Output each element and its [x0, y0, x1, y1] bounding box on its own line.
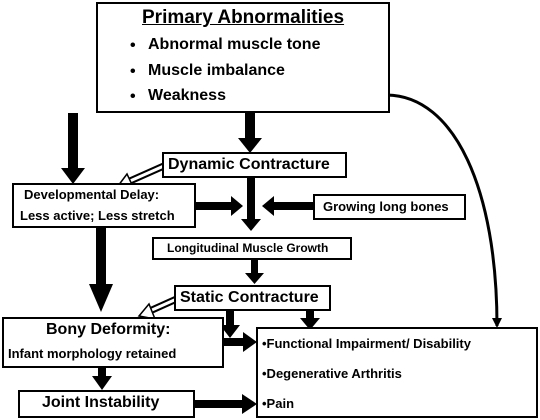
bony-deformity-line1: Bony Deformity:	[46, 321, 171, 338]
static-contracture-box	[174, 285, 331, 311]
arrow-growth-to-static	[245, 260, 264, 284]
arrow-primary-to-outcomes	[386, 93, 502, 328]
longitudinal-growth-label: Longitudinal Muscle Growth	[167, 241, 329, 255]
growing-long-bones-label: Growing long bones	[323, 199, 449, 214]
outcomes-box	[256, 327, 538, 418]
developmental-delay-box	[12, 183, 196, 228]
primary-item-weakness: Weakness	[148, 87, 226, 104]
primary-abnormalities-title: Primary Abnormalities	[142, 7, 345, 28]
primary-item-tone: Abnormal muscle tone	[148, 36, 321, 53]
primary-bullet: •	[130, 37, 136, 54]
bony-deformity-line2: Infant morphology retained	[8, 346, 177, 361]
arrow-joint-to-outcomes	[195, 394, 257, 414]
joint-instability-box	[18, 390, 195, 418]
arrow-dynamic-to-growth	[241, 178, 261, 231]
joint-instability-label: Joint Instability	[42, 394, 160, 411]
arrow-primary-to-dynamic	[238, 113, 262, 153]
arrow-delay-to-growth	[196, 196, 243, 216]
arrow-delay-to-bony	[89, 227, 113, 312]
longitudinal-growth-box	[152, 237, 352, 260]
primary-bullet: •	[130, 88, 136, 105]
dynamic-contracture-label: Dynamic Contracture	[168, 156, 330, 173]
arrow-static-to-outcomes-right	[300, 311, 320, 330]
arrow-primary-to-delay	[61, 113, 85, 184]
outcome-pain: •Pain	[262, 396, 295, 411]
static-contracture-label: Static Contracture	[180, 289, 319, 306]
primary-bullet: •	[130, 63, 136, 80]
developmental-delay-line2: Less active; Less stretch	[20, 208, 175, 223]
primary-item-imbalance: Muscle imbalance	[148, 62, 285, 79]
arrow-bones-to-growth	[262, 196, 313, 216]
dynamic-contracture-box	[162, 152, 347, 178]
developmental-delay-line1: Developmental Delay:	[24, 187, 160, 202]
outcome-degenerative-arthritis: •Degenerative Arthritis	[262, 366, 402, 381]
arrow-bony-to-outcomes	[224, 332, 257, 352]
arrow-bony-to-joint	[92, 368, 112, 390]
outcome-functional-impairment: •Functional Impairment/ Disability	[262, 336, 471, 351]
growing-long-bones-box	[313, 194, 466, 220]
primary-abnormalities-box	[96, 2, 390, 113]
arrow-static-to-outcomes-left	[220, 311, 240, 338]
bony-deformity-box	[2, 317, 224, 368]
